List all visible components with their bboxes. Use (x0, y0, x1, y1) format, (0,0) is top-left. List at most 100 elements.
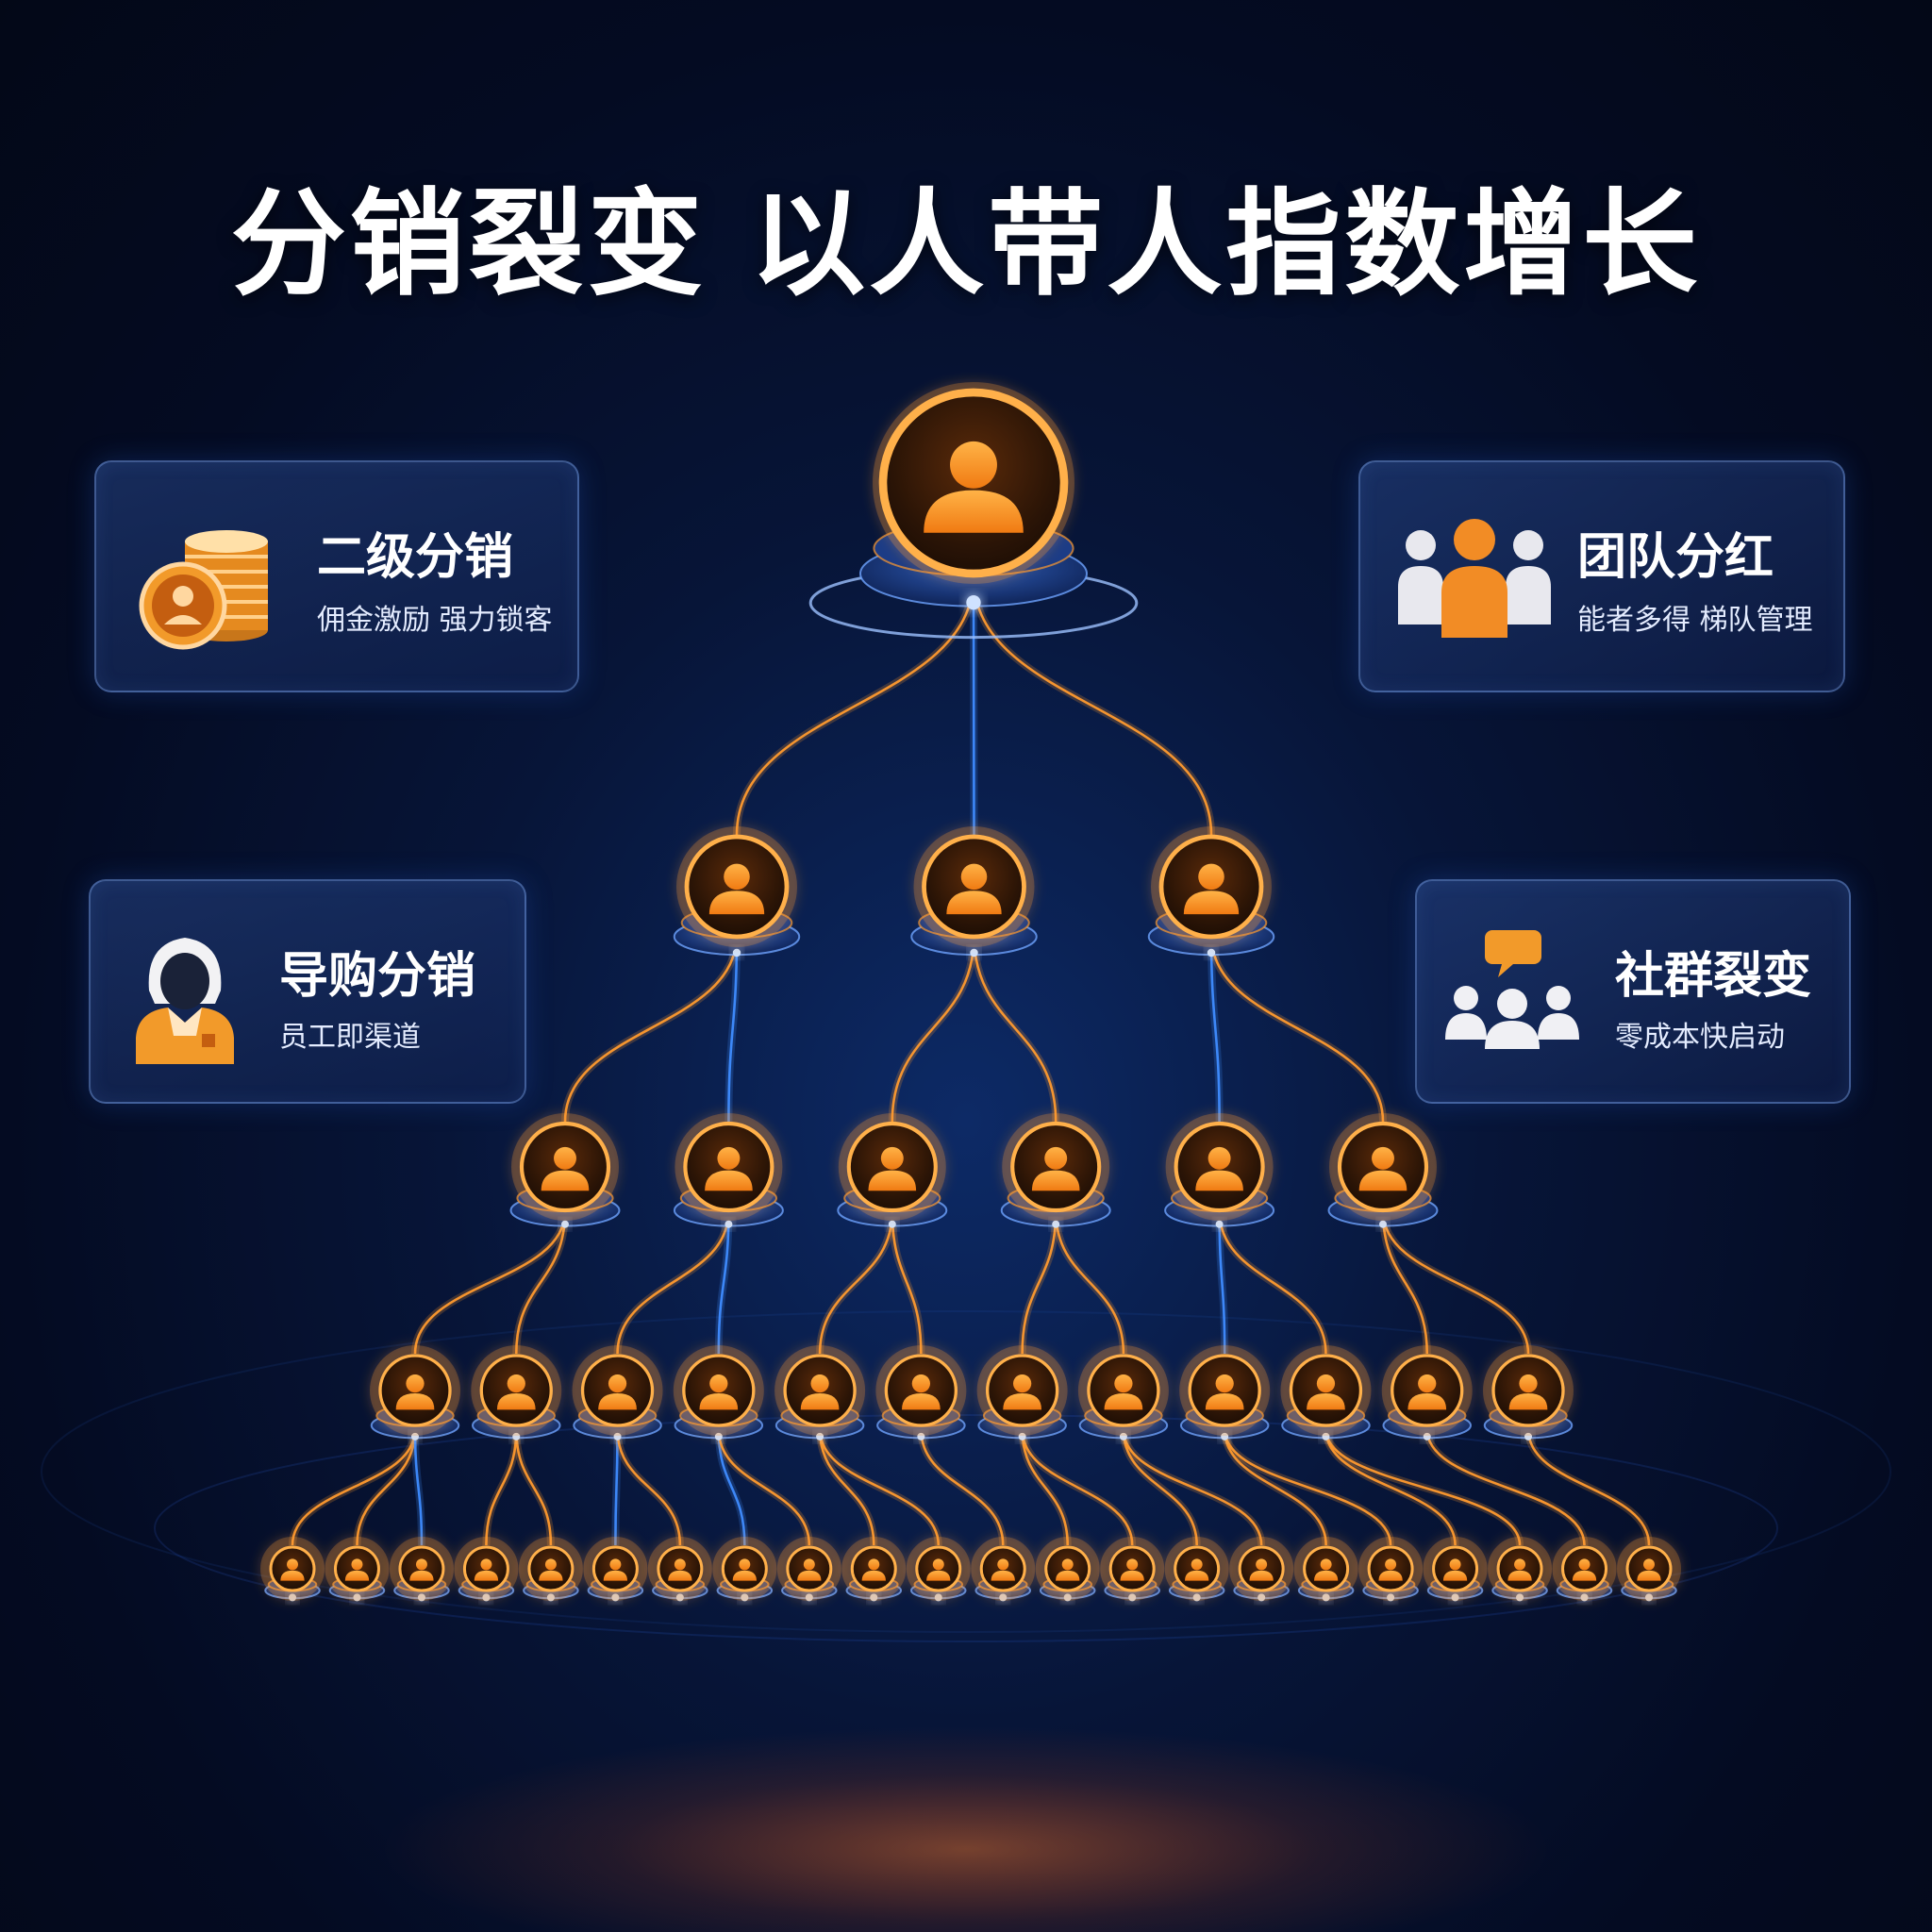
person-icon (1120, 1558, 1144, 1581)
tree-edge (818, 1428, 941, 1546)
tree-node (1100, 1537, 1165, 1602)
card-title: 团队分红 (1577, 529, 1774, 586)
tree-edge (891, 934, 975, 1123)
tree-edge (291, 1428, 417, 1546)
tree-edge (563, 934, 739, 1123)
tree-edge (1122, 1428, 1198, 1546)
tree-edge (614, 1428, 619, 1546)
tree-node (572, 1345, 663, 1441)
shop-assistant-icon (128, 924, 242, 1070)
person-icon (1442, 1558, 1468, 1581)
person-icon (409, 1558, 434, 1581)
tree-node (1035, 1537, 1100, 1602)
tree-node (1488, 1537, 1553, 1602)
tree-node (673, 1345, 764, 1441)
coin-stack-icon (134, 519, 285, 655)
person-icon (541, 1146, 590, 1191)
person-icon (1572, 1558, 1597, 1581)
tree-connections (289, 576, 1653, 1546)
person-icon (496, 1374, 536, 1410)
tree-edge (616, 1210, 730, 1355)
card-shopping-guide-distribution[interactable]: 导购分销 员工即渠道 (89, 879, 526, 1104)
tree-edge (1526, 1428, 1651, 1546)
person-icon (926, 1558, 951, 1581)
team-icon (1394, 519, 1555, 645)
tree-node (906, 1537, 971, 1602)
tree-edge (413, 1428, 424, 1546)
person-icon (344, 1558, 370, 1581)
tree-edge (920, 1428, 1005, 1546)
person-icon (1313, 1558, 1339, 1581)
tree-edge (1223, 1428, 1392, 1546)
tree-edge (485, 1428, 518, 1546)
tree-edge (514, 1428, 553, 1546)
tree-node (518, 1537, 583, 1602)
tree-nodes (260, 382, 1681, 1602)
tree-node (1423, 1537, 1488, 1602)
card-community-fission[interactable]: 社群裂变 零成本快启动 (1415, 879, 1851, 1104)
tree-node (1179, 1345, 1271, 1441)
tree-edge (1021, 1210, 1058, 1355)
tree-edge (891, 1210, 923, 1355)
root-node (808, 382, 1139, 640)
tree-edge (818, 1210, 894, 1355)
tree-node (647, 1537, 712, 1602)
tree-edge (1324, 1428, 1522, 1546)
tree-node (875, 1345, 967, 1441)
card-subtitle: 能者多得 梯队管理 (1577, 604, 1813, 637)
tree-edge (972, 576, 1213, 836)
person-icon (946, 863, 1002, 915)
person-icon (280, 1558, 305, 1581)
person-icon (1378, 1558, 1403, 1581)
card-team-dividend[interactable]: 团队分红 能者多得 梯队管理 (1358, 460, 1845, 692)
person-icon (1185, 1558, 1209, 1581)
tree-edge (1381, 1210, 1530, 1355)
tree-edge (1223, 1428, 1327, 1546)
community-chat-icon (1441, 928, 1583, 1055)
tree-node (774, 1345, 866, 1441)
tree-node (837, 1113, 948, 1228)
tree-edge (616, 1428, 682, 1546)
tree-edge (514, 1210, 567, 1355)
tree-node (1293, 1537, 1358, 1602)
tree-node (1147, 826, 1275, 958)
tree-node (583, 1537, 648, 1602)
tree-edge (413, 1210, 567, 1355)
person-icon (797, 1558, 822, 1581)
tree-node (1164, 1537, 1229, 1602)
card-title: 导购分销 (279, 948, 476, 1005)
tree-edge (735, 576, 975, 836)
tree-node (325, 1537, 390, 1602)
tree-node (1617, 1537, 1681, 1602)
tree-node (1381, 1345, 1473, 1441)
tree-node (1164, 1113, 1275, 1228)
tree-edge (1381, 1210, 1429, 1355)
tree-edge (717, 1428, 746, 1546)
card-subtitle: 员工即渠道 (279, 1021, 421, 1054)
tree-node (471, 1345, 562, 1441)
tree-edge (973, 934, 1058, 1123)
person-icon (1195, 1146, 1243, 1191)
person-icon (395, 1374, 435, 1410)
tree-node (370, 1345, 460, 1441)
person-icon (902, 1374, 941, 1410)
person-icon (1307, 1374, 1345, 1410)
tree-node (1077, 1345, 1169, 1441)
tree-edge (1218, 1210, 1226, 1355)
tree-node (1280, 1345, 1372, 1441)
tree-edge (356, 1428, 417, 1546)
card-two-level-distribution[interactable]: 二级分销 佣金激励 强力锁客 (94, 460, 579, 692)
tree-edge (717, 1210, 730, 1355)
page-title: 分销裂变 以人带人指数增长 (230, 177, 1702, 311)
person-icon (868, 1146, 917, 1191)
card-subtitle: 零成本快启动 (1615, 1021, 1785, 1054)
person-icon (1249, 1558, 1274, 1581)
person-icon (699, 1374, 739, 1410)
tree-node (1229, 1537, 1294, 1602)
person-icon (1637, 1558, 1661, 1581)
person-icon (705, 1146, 753, 1191)
person-icon (991, 1558, 1015, 1581)
tree-edge (818, 1428, 875, 1546)
person-icon (1104, 1374, 1143, 1410)
tree-edge (1021, 1428, 1134, 1546)
